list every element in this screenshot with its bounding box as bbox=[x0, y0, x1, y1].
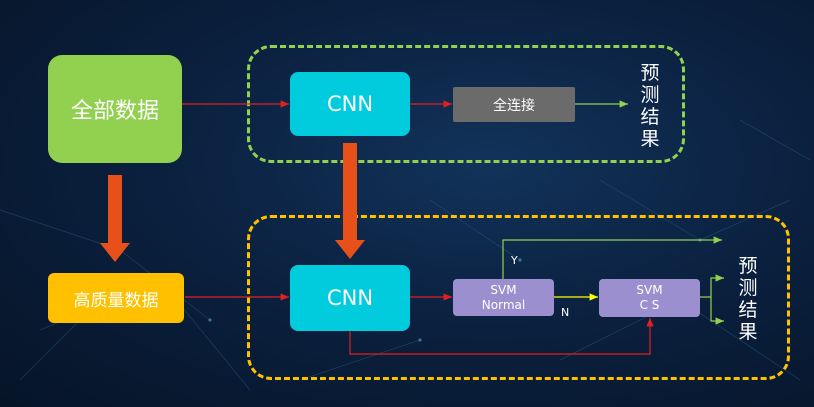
arrow-svm-cs-branch bbox=[700, 274, 724, 298]
arrow-svm-cs-branch-2 bbox=[710, 297, 724, 325]
arrow-svm-normal-yes bbox=[502, 236, 722, 279]
all-data-node: 全部数据 bbox=[48, 55, 182, 163]
cnn-top-node: CNN bbox=[290, 72, 410, 136]
svm-normal-node: SVM Normal bbox=[453, 279, 554, 316]
yes-label: Y bbox=[511, 254, 518, 267]
high-quality-data-node: 高质量数据 bbox=[48, 273, 184, 323]
big-arrow-alldata-to-hq bbox=[100, 175, 130, 262]
no-label: N bbox=[561, 306, 570, 319]
fully-connected-node: 全连接 bbox=[453, 87, 575, 122]
svm-cs-node: SVM C S bbox=[599, 279, 700, 317]
big-arrow-cnn-to-cnn bbox=[335, 143, 365, 259]
prediction-result-bottom: 预测结果 bbox=[738, 255, 758, 343]
arrow-cnn-to-svm-cs bbox=[349, 318, 654, 355]
cnn-bottom-node: CNN bbox=[290, 265, 410, 331]
prediction-result-top: 预测结果 bbox=[640, 62, 660, 150]
